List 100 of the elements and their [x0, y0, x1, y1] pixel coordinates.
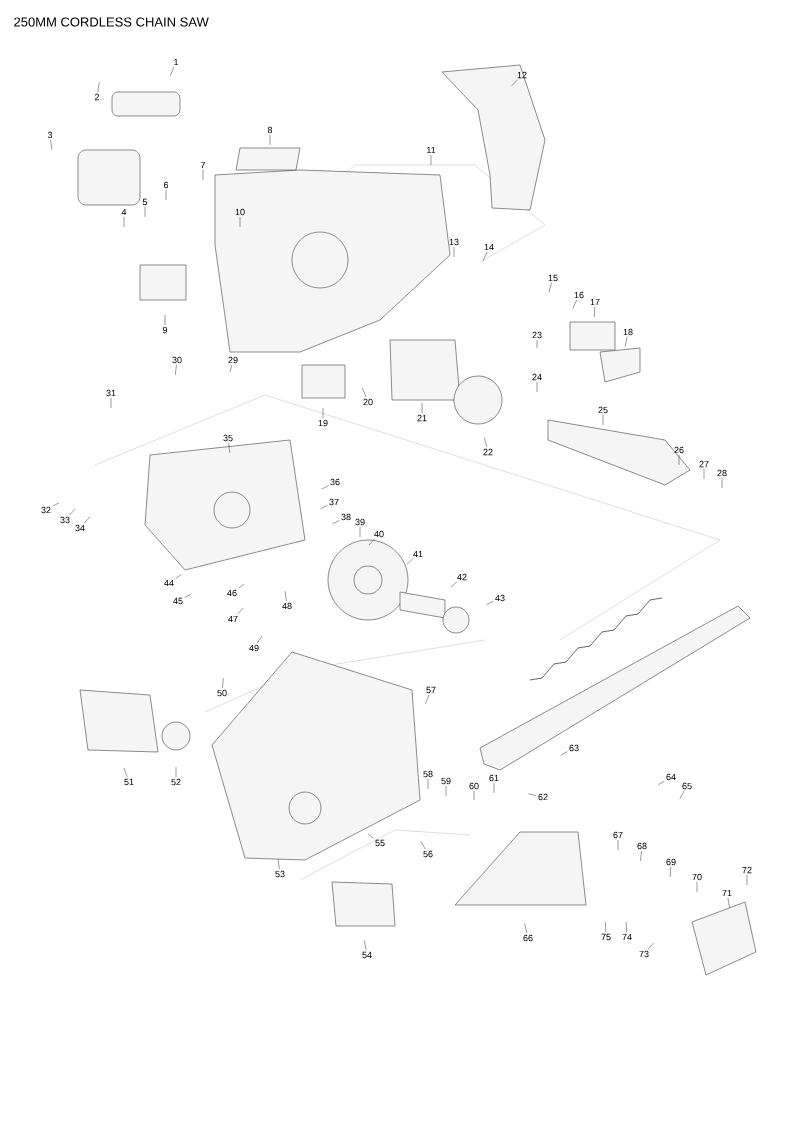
callout-number: 53 — [275, 870, 285, 878]
leader-line — [486, 601, 494, 605]
callout-number: 28 — [717, 469, 727, 477]
callout-number: 7 — [200, 161, 206, 169]
leader-line — [445, 785, 447, 797]
callout-number: 74 — [622, 933, 632, 941]
callout-number: 68 — [637, 842, 647, 850]
callout-number: 64 — [666, 773, 676, 781]
leader-line — [368, 538, 375, 546]
leader-line — [511, 79, 518, 87]
callout-number: 11 — [427, 146, 436, 154]
leader-line — [484, 437, 487, 448]
leader-line — [50, 139, 52, 151]
leader-line — [421, 402, 423, 414]
leader-line — [284, 590, 287, 602]
callout-number: 34 — [75, 524, 85, 532]
leader-line — [524, 923, 528, 934]
callout-number: 62 — [538, 793, 548, 801]
callout-number: 23 — [532, 331, 542, 339]
leader-line — [406, 558, 414, 565]
leader-line — [453, 246, 455, 258]
leader-line — [165, 189, 167, 201]
callout-number: 70 — [692, 873, 702, 881]
callout-number: 60 — [469, 782, 479, 790]
callout-number: 19 — [318, 419, 328, 427]
leader-line — [721, 477, 723, 489]
leader-line — [572, 299, 577, 309]
leader-line — [602, 414, 604, 426]
leader-line — [367, 833, 374, 839]
leader-line — [175, 364, 177, 376]
callout-number: 21 — [417, 414, 427, 422]
callout-number: 5 — [142, 198, 148, 206]
leader-line — [175, 574, 182, 579]
callout-number: 32 — [41, 506, 51, 514]
callout-number: 47 — [228, 615, 238, 623]
callout-number: 9 — [162, 326, 168, 334]
callout-number: 37 — [329, 498, 339, 506]
leader-line — [696, 881, 698, 893]
leader-line — [536, 381, 538, 393]
callout-number: 25 — [598, 406, 608, 414]
leader-line — [678, 454, 680, 466]
callout-number: 30 — [172, 356, 182, 364]
callout-number: 56 — [423, 850, 433, 858]
callout-number: 67 — [613, 831, 623, 839]
callout-number: 73 — [639, 950, 649, 958]
callout-number: 38 — [341, 513, 351, 521]
leader-line — [322, 407, 324, 419]
callout-number: 35 — [223, 434, 233, 442]
callout-number: 44 — [164, 579, 174, 587]
leader-line — [175, 766, 177, 778]
callout-number: 69 — [666, 858, 676, 866]
callout-number: 24 — [532, 373, 542, 381]
callout-number: 71 — [722, 889, 732, 897]
callout-number: 20 — [363, 398, 373, 406]
callout-number: 39 — [355, 518, 365, 526]
leader-line — [202, 169, 204, 181]
leader-line — [625, 336, 628, 347]
callout-number: 57 — [426, 686, 436, 694]
leader-line — [359, 526, 361, 538]
callout-number: 2 — [94, 93, 100, 101]
leader-line — [450, 581, 457, 588]
callout-number: 12 — [517, 71, 527, 79]
leader-line — [658, 780, 665, 786]
leader-line — [277, 858, 280, 870]
callout-number: 8 — [267, 126, 273, 134]
callout-number: 45 — [173, 597, 183, 605]
leader-line — [123, 216, 125, 228]
callout-number: 72 — [742, 866, 752, 874]
callout-number: 61 — [489, 774, 499, 782]
callout-number: 18 — [623, 328, 633, 336]
leader-line — [170, 66, 175, 76]
callout-number: 29 — [228, 356, 238, 364]
callout-number: 65 — [682, 782, 692, 790]
callout-number: 52 — [171, 778, 181, 786]
leader-line — [123, 767, 128, 778]
callout-number: 43 — [495, 594, 505, 602]
callout-number: 58 — [423, 770, 433, 778]
leader-line — [237, 607, 244, 615]
leader-line — [594, 306, 595, 318]
leader-line — [238, 584, 245, 589]
leader-line — [528, 793, 537, 796]
callout-number: 14 — [484, 243, 494, 251]
callout-number: 36 — [330, 478, 340, 486]
leader-line — [69, 508, 76, 516]
leader-line — [427, 778, 429, 790]
callout-number: 10 — [235, 208, 245, 216]
leader-line — [548, 282, 552, 293]
leader-line — [269, 134, 271, 146]
leader-line — [222, 677, 224, 689]
leader-line — [536, 339, 538, 349]
callout-number: 22 — [483, 448, 493, 456]
leader-line — [332, 520, 340, 524]
leader-line — [257, 635, 263, 644]
callout-number: 1 — [174, 58, 179, 66]
leader-line — [727, 897, 730, 908]
callout-number: 3 — [47, 131, 53, 139]
callout-number: 66 — [523, 934, 533, 942]
callout-number: 55 — [375, 839, 385, 847]
leader-line — [640, 850, 642, 862]
callout-number: 63 — [569, 744, 579, 752]
